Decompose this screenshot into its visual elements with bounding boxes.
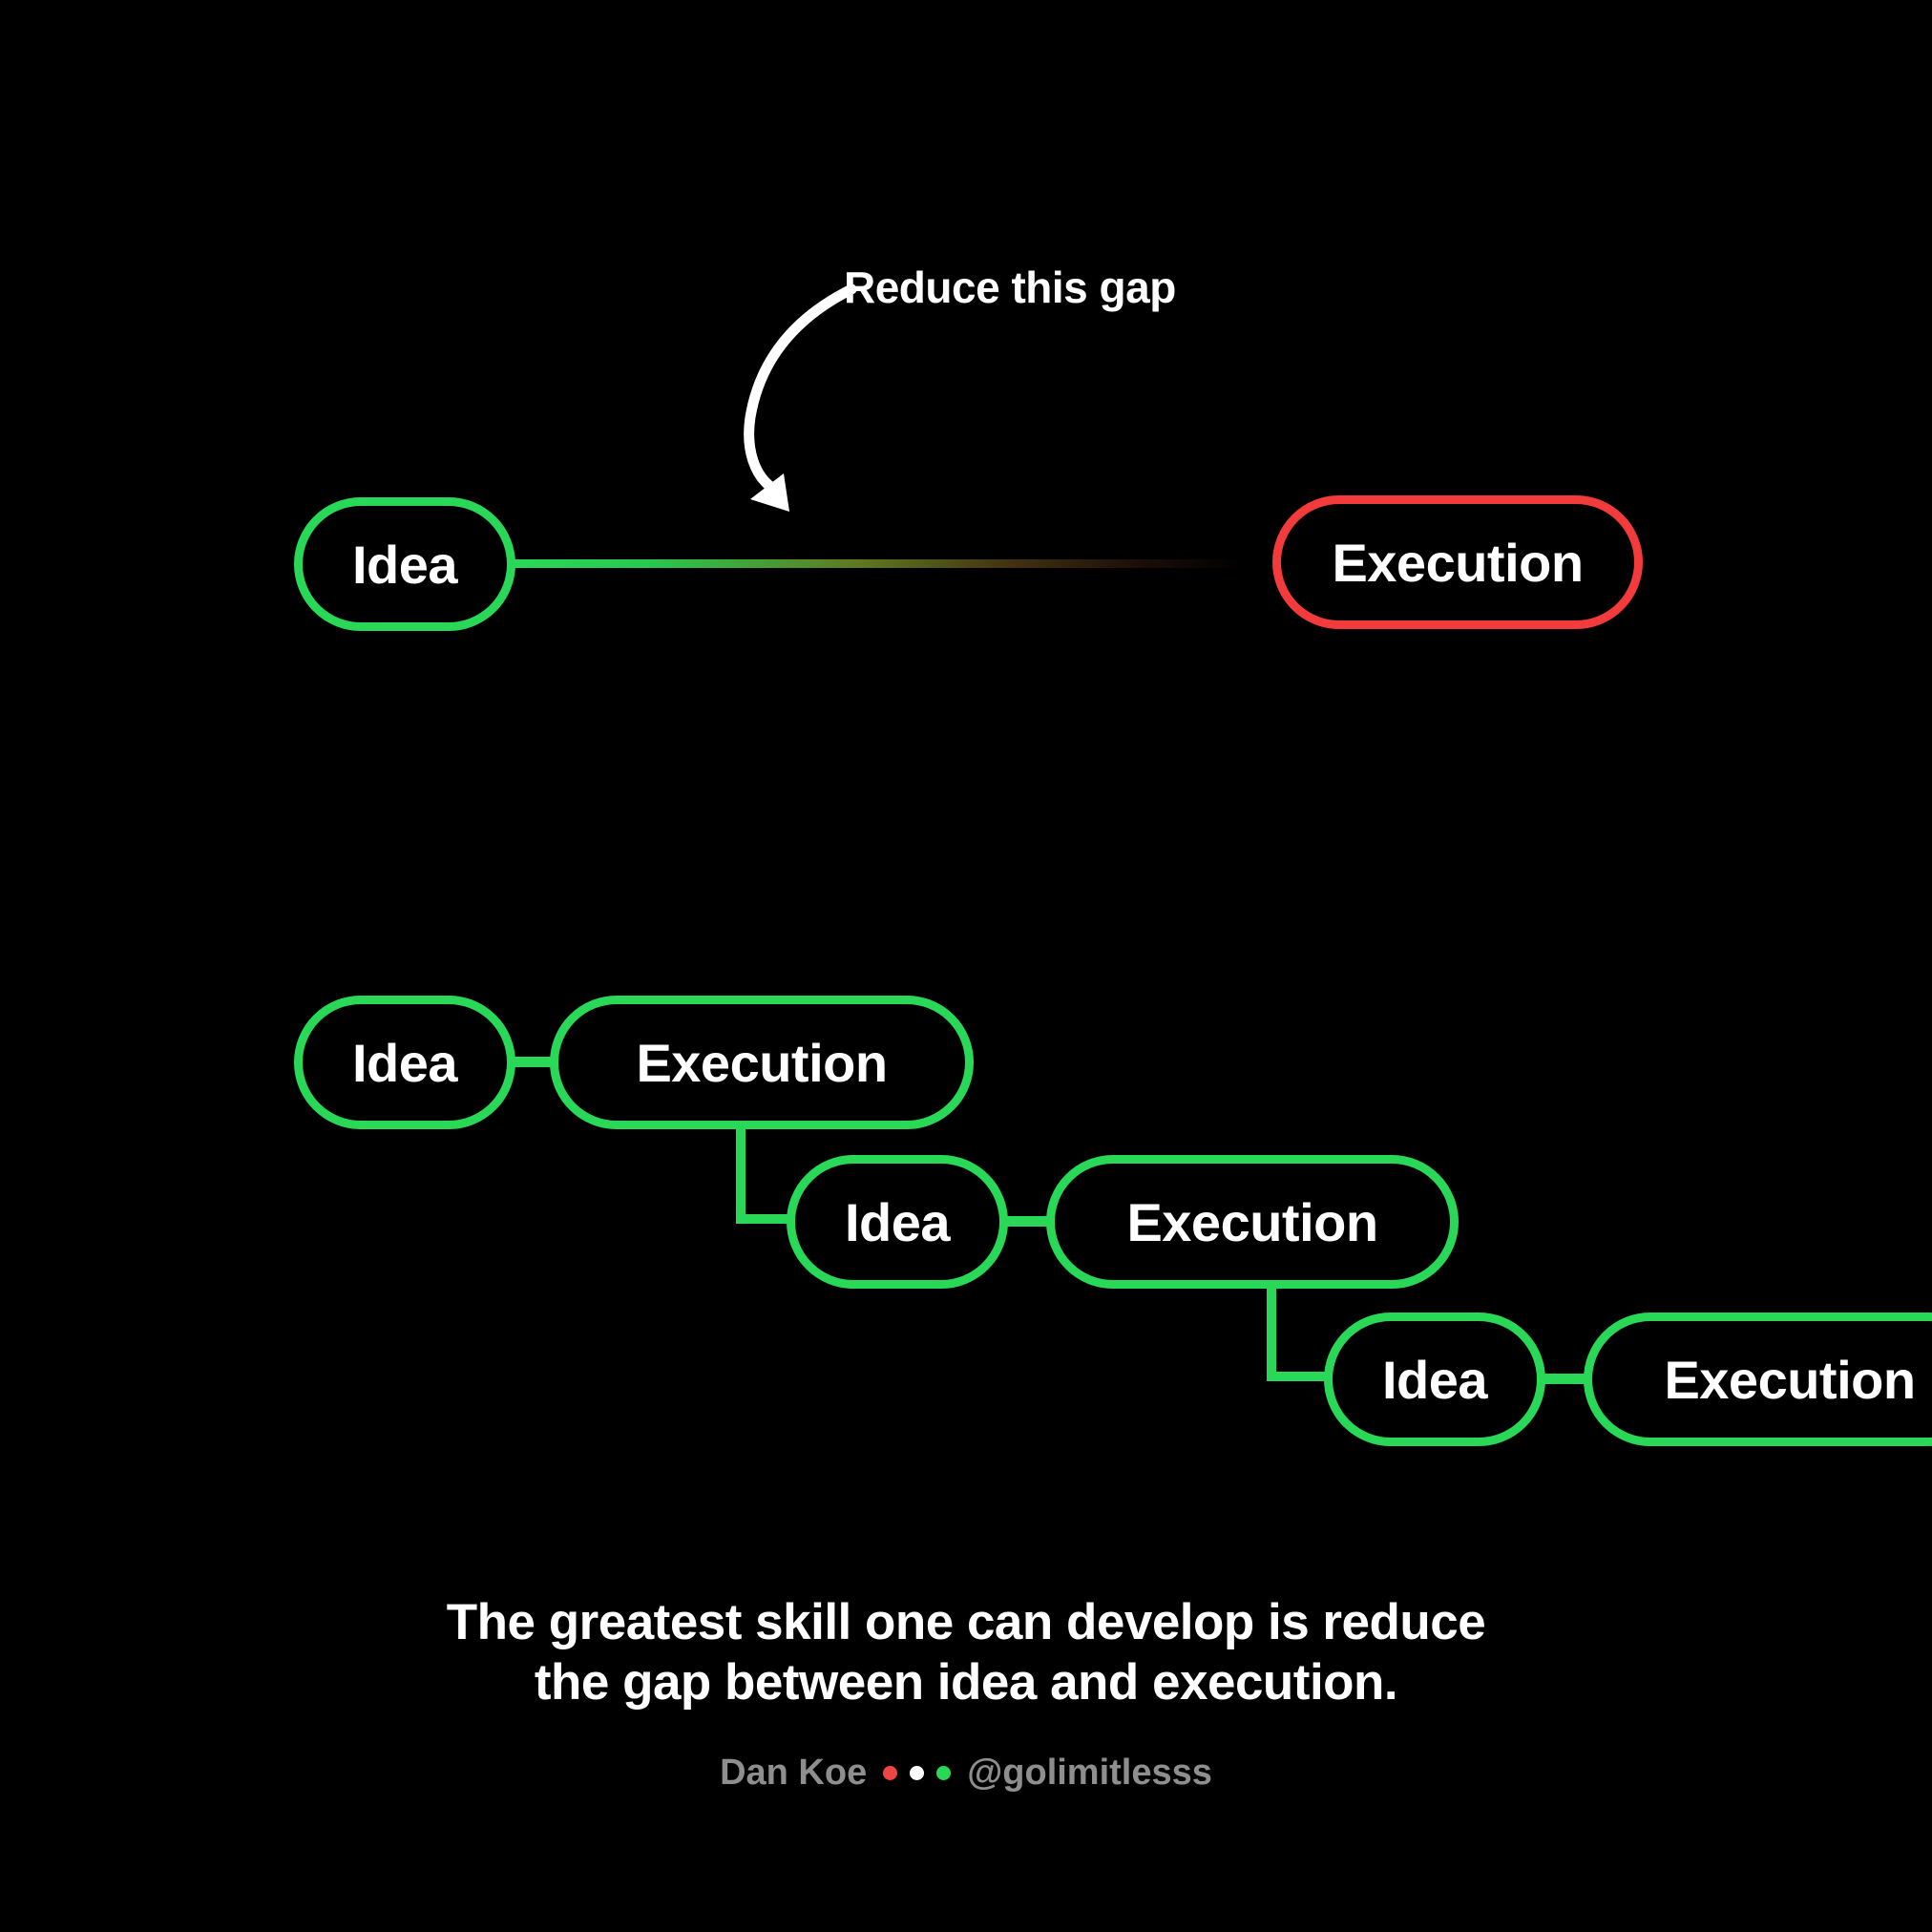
row1-idea-execution-connector [512,1057,554,1067]
caption-line1: The greatest skill one can develop is re… [446,1594,1486,1650]
green-dot-icon [936,1766,952,1780]
row3-idea-execution-connector [1542,1374,1587,1384]
row2-idea-execution-connector [1004,1216,1050,1227]
red-dot-icon [883,1766,898,1780]
cascade-row3-execution-label: Execution [1664,1349,1916,1410]
fading-gap-line [514,559,1275,568]
cascade-row1-execution-pill: Execution [550,996,974,1129]
white-dot-icon [910,1766,925,1780]
top-idea-label: Idea [351,534,458,595]
curved-arrow-shaft [744,284,857,495]
cascade-row3-idea-label: Idea [1381,1349,1488,1410]
row1-row2-elbow-horizontal [736,1214,791,1224]
author-name: Dan Koe [720,1753,868,1793]
top-idea-pill: Idea [294,497,515,631]
cascade-row3-idea-pill: Idea [1324,1312,1545,1446]
attribution-row: Dan Koe @golimitlesss [0,1753,1932,1794]
cascade-row1-execution-label: Execution [636,1032,888,1093]
gap-annotation-text: Reduce this gap [844,262,1176,312]
cascade-row1-idea-pill: Idea [294,996,515,1129]
caption-line2: the gap between idea and execution. [534,1654,1398,1711]
cascade-row3-execution-pill: Execution [1584,1312,1932,1446]
cascade-row1-idea-label: Idea [351,1032,458,1093]
row2-row3-elbow-vertical [1267,1284,1276,1381]
arrowhead-icon [750,473,789,512]
row1-row2-elbow-vertical [736,1124,746,1224]
cascade-row2-idea-pill: Idea [787,1155,1008,1289]
author-handle: @golimitlesss [967,1753,1212,1793]
top-execution-pill: Execution [1272,495,1643,629]
cascade-row2-execution-label: Execution [1126,1191,1378,1252]
cascade-row2-execution-pill: Execution [1046,1155,1459,1289]
row2-row3-elbow-horizontal [1267,1372,1328,1381]
caption-quote: The greatest skill one can develop is re… [0,1592,1932,1712]
top-execution-label: Execution [1332,532,1584,593]
cascade-row2-idea-label: Idea [844,1191,951,1252]
